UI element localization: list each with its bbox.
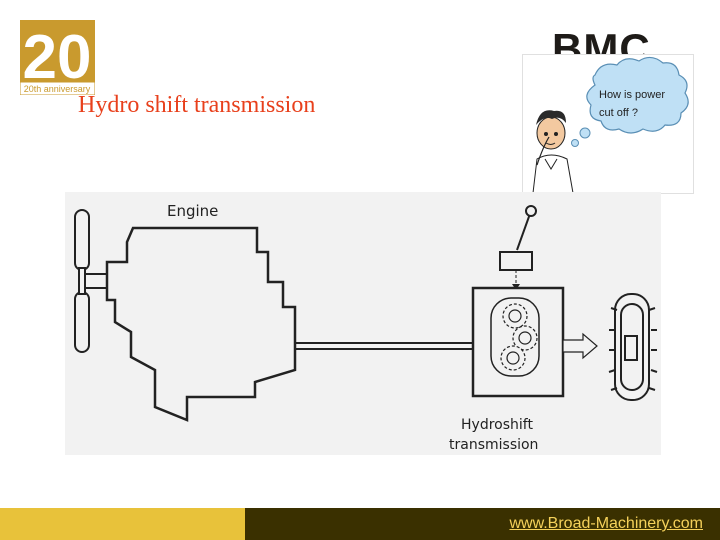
bubble-line-2: cut off ? <box>599 107 638 119</box>
engine-label: Engine <box>167 202 219 220</box>
output-arrow <box>562 332 598 360</box>
control-valve <box>499 251 533 271</box>
footer-bar: www.Broad-Machinery.com <box>245 508 720 540</box>
transmission-label-2: transmission <box>449 437 539 453</box>
transmission-label-1: Hydroshift <box>461 417 533 433</box>
engine-block <box>105 226 297 422</box>
logo-caption: 20th anniversary <box>24 84 91 94</box>
bubble-line-1: How is power <box>599 89 666 101</box>
cartoon-illustration: How is power cut off ? <box>522 54 694 194</box>
gear-icon <box>500 303 538 371</box>
footer-accent-bar <box>0 508 245 540</box>
website-link[interactable]: www.Broad-Machinery.com <box>509 515 703 532</box>
page-title: Hydro shift transmission <box>78 92 316 118</box>
anniversary-logo: 20 20th anniversary <box>19 20 96 96</box>
transmission-diagram: Engine Hydroshift transmission <box>65 192 661 455</box>
logo-number: 20 <box>23 23 92 92</box>
sprocket-icon <box>608 293 658 401</box>
fan-icon <box>74 209 108 353</box>
control-lever <box>516 210 532 251</box>
